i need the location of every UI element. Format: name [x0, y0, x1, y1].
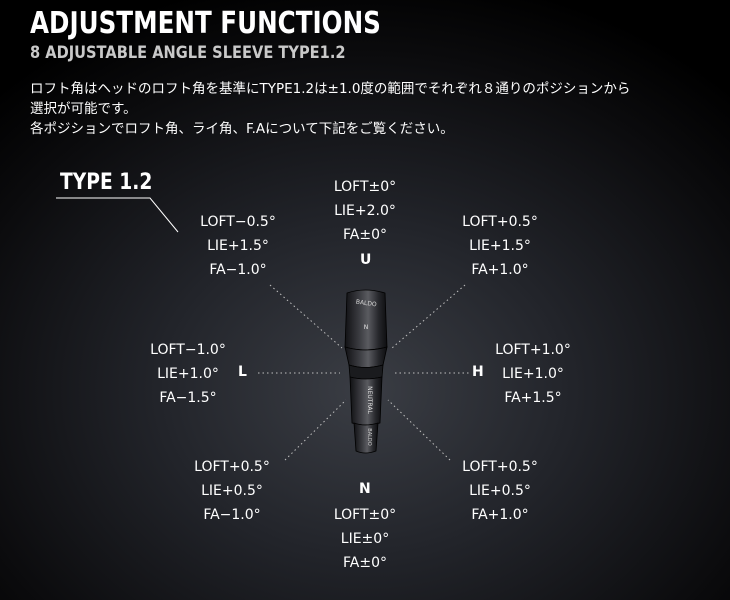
position-top-right: LOFT+0.5° LIE+1.5° FA+1.0° [445, 210, 555, 282]
position-bottom-fa: FA±0° [343, 555, 387, 571]
position-left-loft: LOFT−1.0° [150, 342, 226, 358]
position-top-left-loft: LOFT−0.5° [200, 214, 276, 230]
position-right-fa: FA+1.5° [504, 390, 562, 406]
position-letter-l: L [238, 364, 247, 380]
position-bottom-right-fa: FA+1.0° [471, 507, 529, 523]
page-subtitle: 8 ADJUSTABLE ANGLE SLEEVE TYPE1.2 [30, 43, 346, 63]
position-top-right-loft: LOFT+0.5° [462, 214, 538, 230]
position-top-loft: LOFT±0° [333, 179, 397, 195]
position-top-lie: LIE+2.0° [334, 203, 396, 219]
position-bottom-loft: LOFT±0° [333, 507, 397, 523]
position-bottom: LOFT±0° LIE±0° FA±0° [315, 503, 415, 575]
position-top-left: LOFT−0.5° LIE+1.5° FA−1.0° [183, 210, 293, 282]
sleeve-taper [344, 346, 388, 368]
position-bottom-left-lie: LIE+0.5° [201, 483, 263, 499]
description-line-2: 選択が可能です。 [30, 101, 137, 117]
description-line-1: ロフト角はヘッドのロフト角を基準にTYPE1.2は±1.0度の範囲でそれぞれ８通… [30, 81, 631, 97]
page-title: ADJUSTMENT FUNCTIONS [30, 6, 381, 41]
sleeve-tip-text: BALDO [366, 428, 372, 445]
position-right-lie: LIE+1.0° [502, 366, 564, 382]
position-letter-n: N [359, 481, 371, 497]
sleeve-tip [353, 422, 379, 454]
position-top-left-lie: LIE+1.5° [207, 238, 269, 254]
guide-bottom-left [284, 399, 347, 461]
sleeve-brand-text: BALDO [355, 299, 377, 309]
position-right: LOFT+1.0° LIE+1.0° FA+1.5° [478, 338, 588, 410]
position-letter-h: H [472, 364, 484, 380]
position-top-right-lie: LIE+1.5° [469, 238, 531, 254]
description: ロフト角はヘッドのロフト角を基準にTYPE1.2は±1.0度の範囲でそれぞれ８通… [30, 79, 710, 139]
position-left-lie: LIE+1.0° [157, 366, 219, 382]
description-line-3: 各ポジションでロフト角、ライ角、F.Aについて下記をご覧ください。 [30, 121, 454, 137]
position-bottom-left-fa: FA−1.0° [203, 507, 261, 523]
position-left-fa: FA−1.5° [159, 390, 217, 406]
position-letter-u: U [360, 252, 372, 268]
type-label-underline [56, 197, 179, 233]
position-top-left-fa: FA−1.0° [209, 262, 267, 278]
sleeve-collar [348, 364, 384, 380]
position-left: LOFT−1.0° LIE+1.0° FA−1.5° [133, 338, 243, 410]
adapter-sleeve-image: BALDO N NEUTRAL BALDO [344, 289, 388, 454]
sleeve-lower-body [349, 376, 383, 426]
position-top-fa: FA±0° [343, 227, 387, 243]
position-top-right-fa: FA+1.0° [471, 262, 529, 278]
guide-bottom-right [387, 399, 451, 461]
sleeve-marker-text: N [364, 324, 369, 331]
position-right-loft: LOFT+1.0° [495, 342, 571, 358]
position-bottom-right-loft: LOFT+0.5° [462, 459, 538, 475]
position-top: LOFT±0° LIE+2.0° FA±0° [315, 175, 415, 247]
position-bottom-lie: LIE±0° [340, 531, 390, 547]
sleeve-band-text: NEUTRAL [366, 386, 373, 414]
position-bottom-left: LOFT+0.5° LIE+0.5° FA−1.0° [177, 455, 287, 527]
position-bottom-right-lie: LIE+0.5° [469, 483, 531, 499]
position-bottom-left-loft: LOFT+0.5° [194, 459, 270, 475]
type-label: TYPE 1.2 [60, 170, 153, 195]
position-bottom-right: LOFT+0.5° LIE+0.5° FA+1.0° [445, 455, 555, 527]
